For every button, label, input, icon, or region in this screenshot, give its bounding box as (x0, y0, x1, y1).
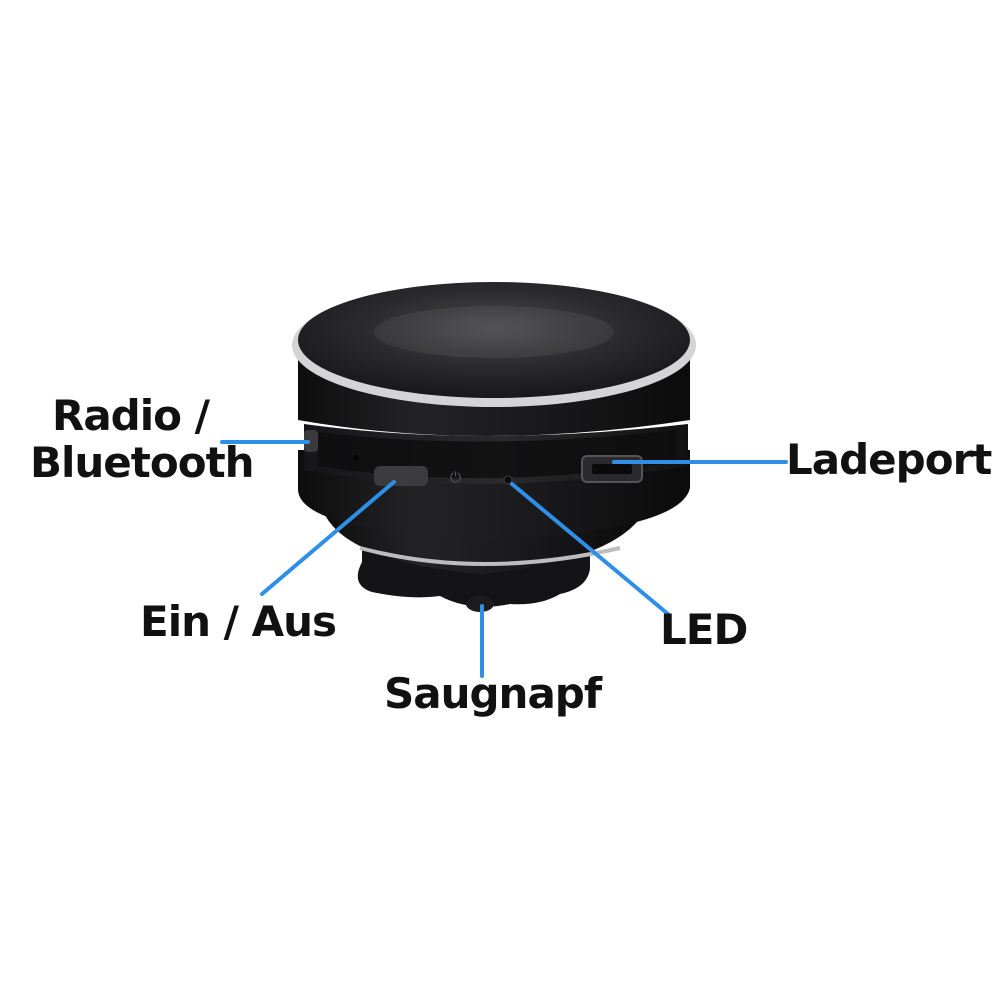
label-ein-aus: Ein / Aus (140, 597, 337, 646)
base-silver-ring (359, 546, 621, 566)
label-radio-line2: Bluetooth (30, 438, 255, 488)
label-ladeport: Ladeport (786, 435, 992, 484)
label-radio-line1: Radio / (52, 391, 210, 440)
top-disc (298, 282, 690, 398)
label-led: LED (660, 605, 748, 654)
suction-cup-center (466, 596, 494, 612)
radio-bluetooth-switch (304, 430, 318, 452)
callout-line-ein-aus (260, 480, 396, 596)
mic-hole (353, 455, 359, 461)
power-slider (374, 466, 428, 486)
callout-line-led (510, 482, 670, 616)
callout-lines (220, 440, 788, 678)
label-radio-bluetooth: Radio / Bluetooth (30, 391, 255, 486)
led-indicator (503, 475, 513, 485)
top-disc-highlight (374, 306, 614, 358)
power-symbol: ⏻ (450, 470, 461, 486)
label-saugnapf: Saugnapf (384, 669, 602, 718)
usb-port-slot (592, 464, 632, 474)
